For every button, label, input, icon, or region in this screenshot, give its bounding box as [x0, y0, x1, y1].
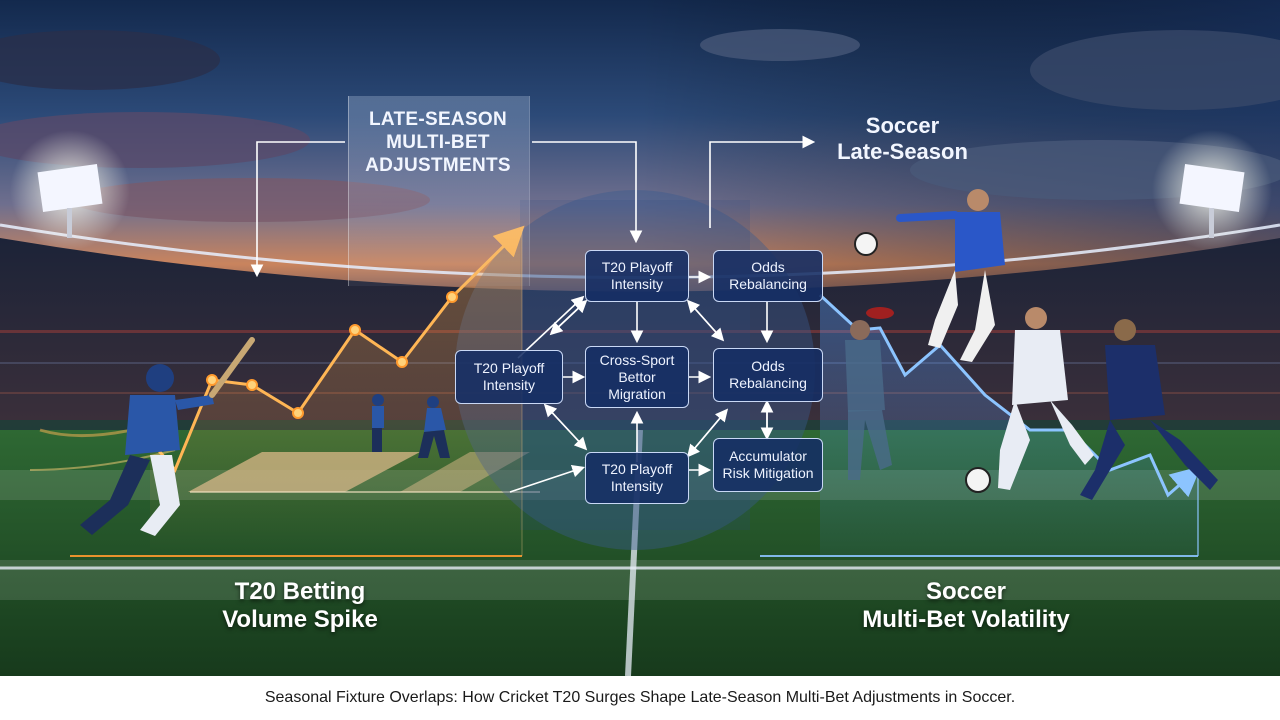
cricket-trend-points	[206, 291, 458, 419]
t20-volume-line-2: Volume Spike	[222, 606, 378, 633]
node-odds-mid-line-1: Odds	[751, 358, 785, 374]
node-cross-sport-line-3: Migration	[608, 385, 666, 402]
node-odds-top-line-1: Odds	[751, 259, 785, 275]
node-t20-mid-line-1: T20 Playoff	[473, 360, 545, 376]
soccer-volatility-line-2: Multi-Bet Volatility	[862, 606, 1070, 633]
soccer-late-season-heading: Soccer Late-Season	[800, 113, 1005, 165]
node-odds-top-line-2: Rebalancing	[729, 276, 807, 292]
node-accumulator-risk-mitigation: Accumulator Risk Mitigation	[713, 438, 823, 492]
caption-text: Seasonal Fixture Overlaps: How Cricket T…	[264, 689, 1016, 706]
node-cross-sport-bettor-migration: Cross-Sport Bettor Migration	[585, 346, 689, 408]
soccer-heading-line-1: Soccer	[865, 113, 940, 138]
node-accumulator-line-2: Risk Mitigation	[722, 465, 814, 481]
node-t20-bottom-line-1: T20 Playoff	[601, 461, 673, 477]
cricket-batsman	[29, 337, 255, 536]
title-line-1: LATE-SEASON	[368, 109, 508, 130]
soccer-volatility-label: Soccer Multi-Bet Volatility	[830, 578, 1102, 634]
node-odds-mid-line-2: Rebalancing	[729, 375, 807, 391]
cricket-trend-area	[150, 230, 522, 560]
node-t20-playoff-top: T20 Playoff Intensity	[585, 250, 689, 302]
caption-bar: Seasonal Fixture Overlaps: How Cricket T…	[0, 676, 1280, 720]
node-cross-sport-line-1: Cross-Sport	[599, 351, 675, 368]
soccer-trend-line	[818, 293, 1202, 498]
node-t20-playoff-mid: T20 Playoff Intensity	[455, 350, 563, 404]
title-panel	[348, 96, 530, 286]
node-t20-top-line-1: T20 Playoff	[601, 259, 673, 275]
stadium-background	[0, 0, 1280, 676]
floodlight-right	[1152, 130, 1272, 250]
cricket-fielders	[372, 394, 450, 458]
soccer-volatility-line-1: Soccer	[925, 578, 1007, 605]
node-odds-rebalancing-top: Odds Rebalancing	[713, 250, 823, 302]
t20-betting-volume-label: T20 Betting Volume Spike	[180, 578, 420, 634]
node-accumulator-line-1: Accumulator	[729, 448, 807, 464]
node-t20-top-line-2: Intensity	[610, 276, 664, 292]
t20-volume-line-1: T20 Betting	[234, 578, 366, 605]
title-line-2: MULTI-BET	[386, 132, 490, 153]
node-cross-sport-line-2: Bettor	[618, 368, 656, 385]
node-t20-mid-line-2: Intensity	[482, 377, 536, 393]
diagram-title: LATE-SEASON MULTI-BET ADJUSTMENTS	[348, 108, 528, 177]
title-line-3: ADJUSTMENTS	[365, 155, 511, 176]
node-t20-bottom-line-2: Intensity	[610, 478, 664, 494]
node-t20-playoff-bottom: T20 Playoff Intensity	[585, 452, 689, 504]
soccer-players	[845, 189, 1218, 500]
connector-arrows	[250, 135, 816, 493]
floodlight-left	[10, 130, 130, 250]
soccer-heading-line-2: Late-Season	[837, 139, 968, 164]
node-odds-rebalancing-mid: Odds Rebalancing	[713, 348, 823, 402]
